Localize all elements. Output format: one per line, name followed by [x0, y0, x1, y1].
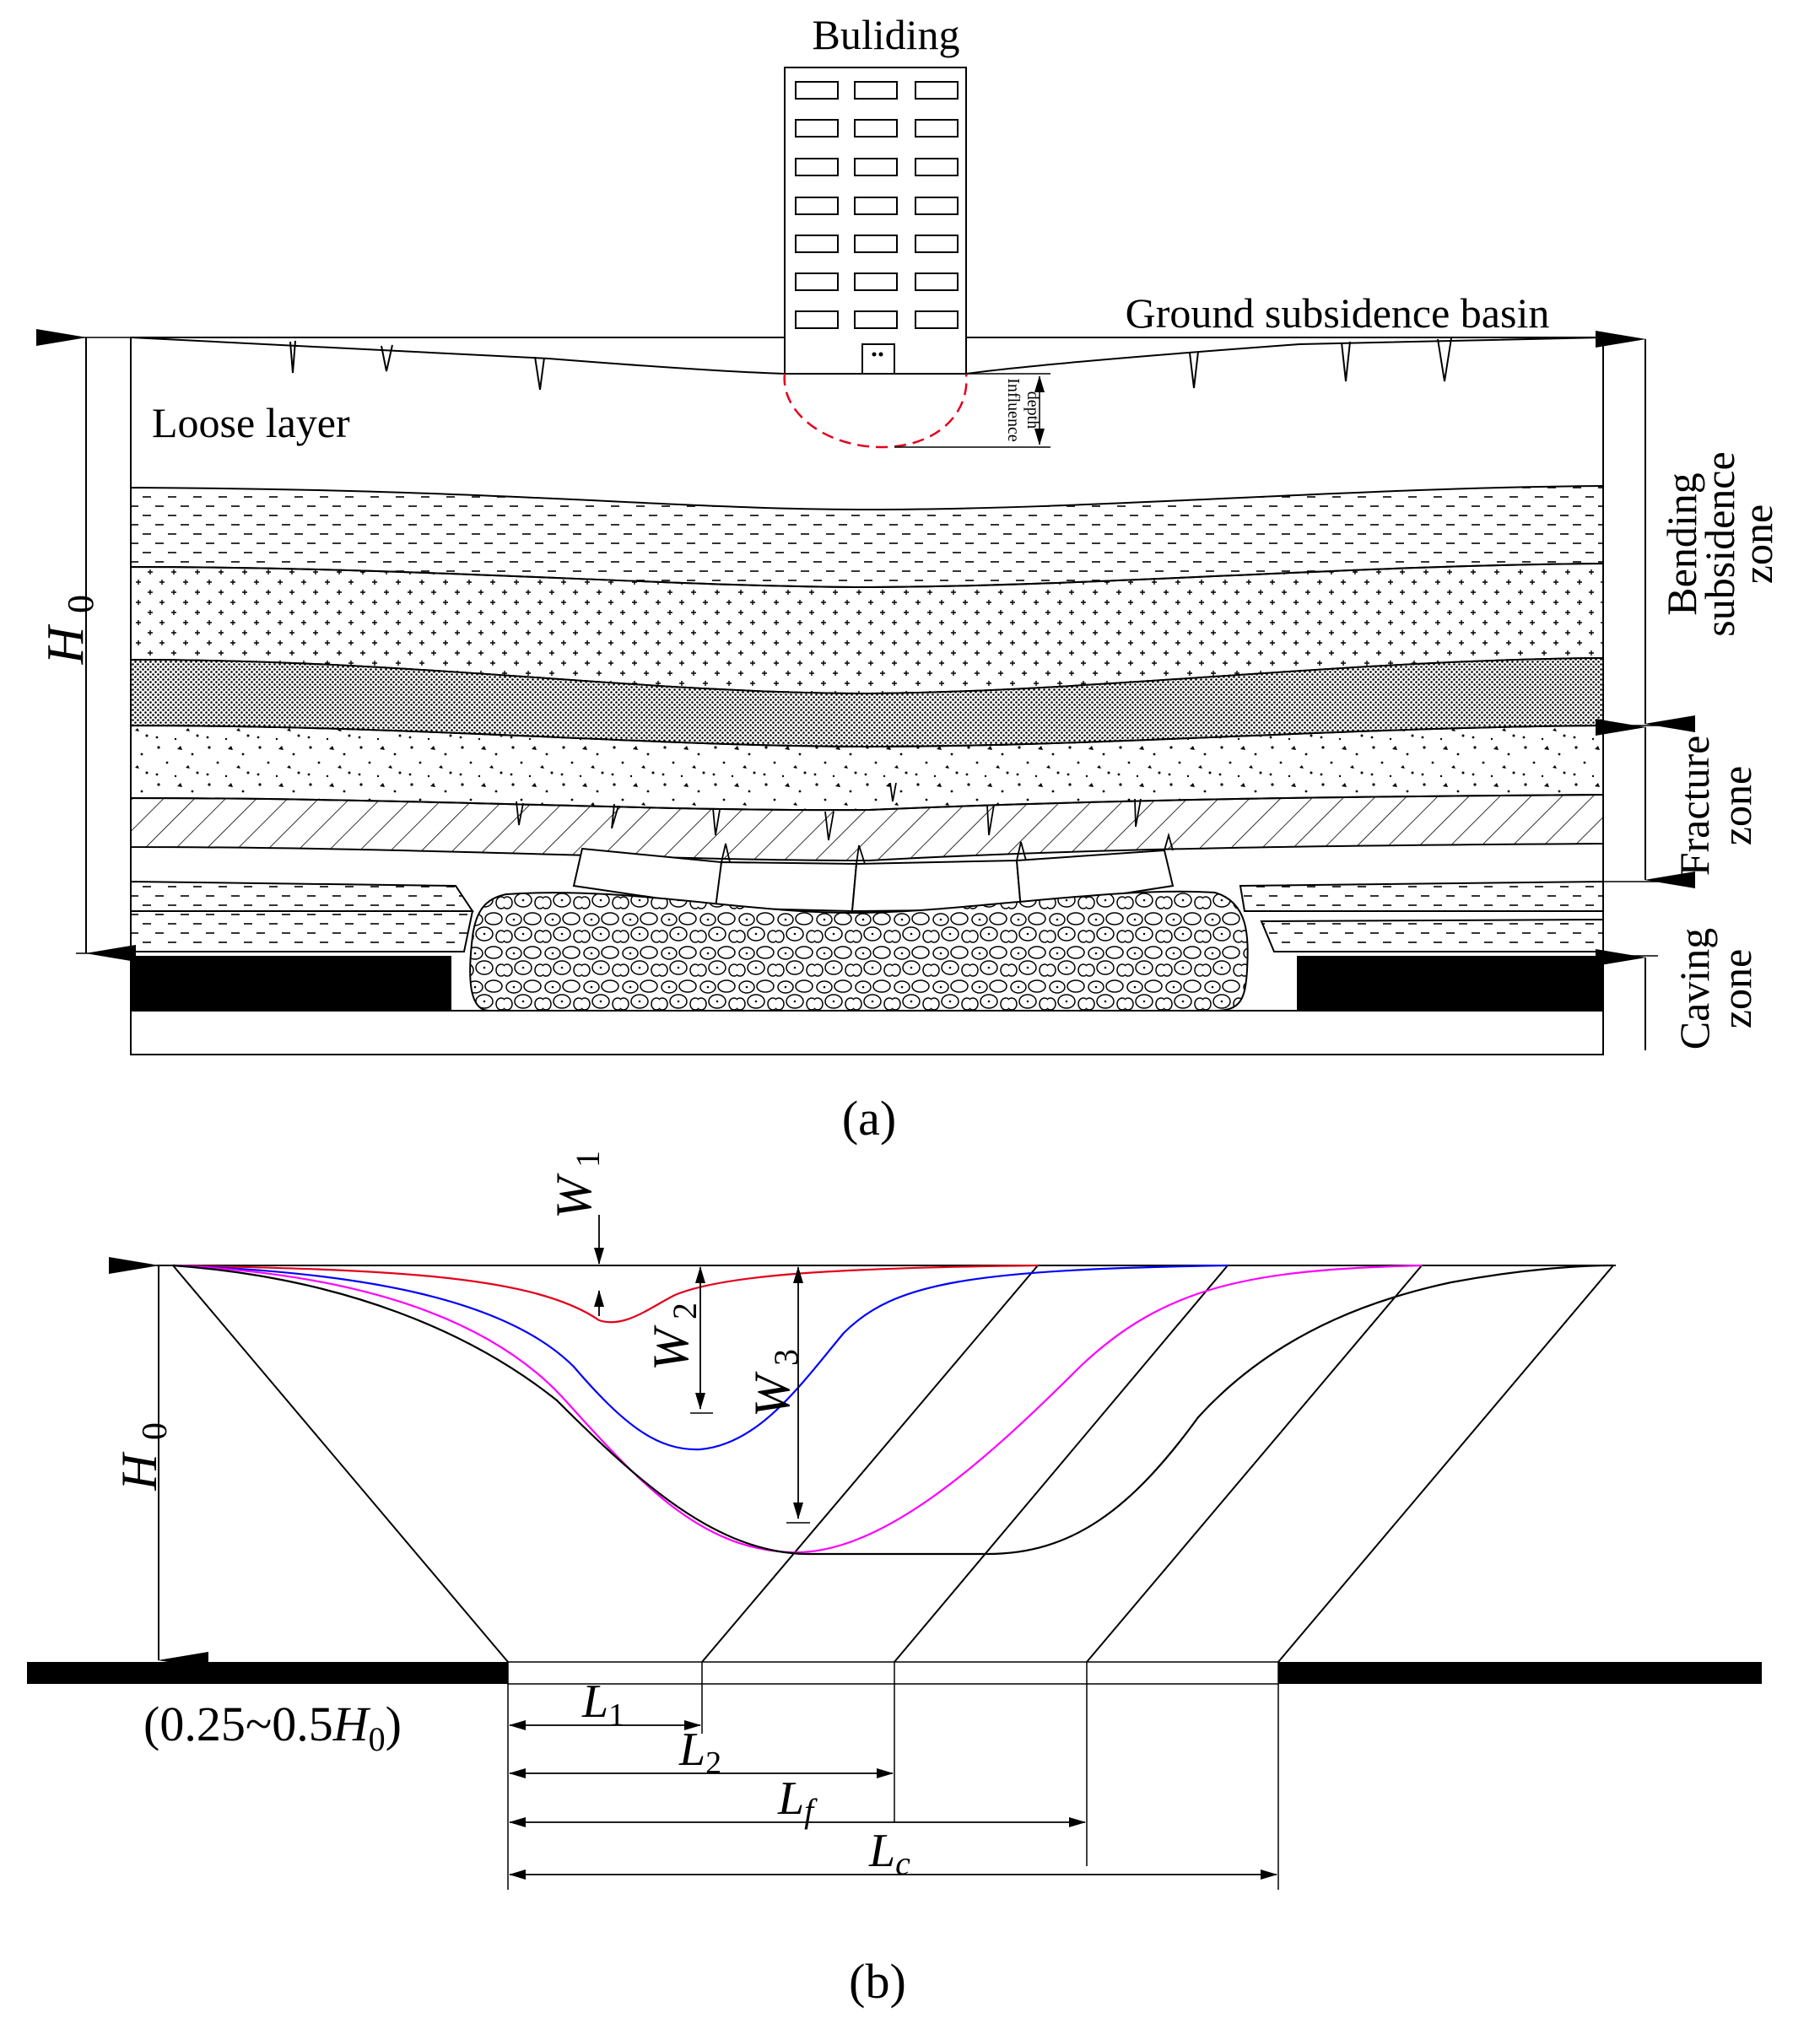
building-windows: [795, 81, 959, 329]
panel-b: W 1 W 2 W 3 H 0 (0.25~0.5H0): [27, 1151, 1762, 2009]
loose-layer-label: Loose layer: [152, 399, 350, 446]
influence-zone: [783, 373, 968, 449]
caption-b: (b): [849, 1954, 906, 2009]
w1-label: W 1: [546, 1151, 607, 1219]
h0-label-a: H 0: [37, 595, 101, 665]
building: [784, 67, 967, 375]
draw-lines: [172, 1265, 1614, 1663]
svg-text:0: 0: [60, 595, 101, 613]
svg-text:W: W: [546, 1173, 602, 1219]
offset-label: (0.25~0.5H0): [143, 1697, 402, 1758]
seam-right: [1278, 1662, 1762, 1684]
influence-label-1: Influence: [1004, 378, 1023, 442]
l2-label: L2: [678, 1724, 721, 1781]
coal-seam-right: [1297, 956, 1603, 1011]
block-cracks: [721, 832, 1174, 865]
goaf-outline: [507, 1661, 1279, 1685]
svg-text:H: H: [37, 623, 95, 665]
bending-zone-label-3: zone: [1734, 504, 1781, 584]
building-door: [861, 343, 895, 375]
l-extension-lines: [507, 1684, 1279, 1890]
svg-text:3: 3: [767, 1349, 805, 1366]
subsidence-curve-w2: [172, 1264, 1229, 1451]
fracture-zone-label-2: zone: [1713, 766, 1760, 845]
svg-text:1: 1: [569, 1151, 607, 1168]
caving-zone-label-1: Caving: [1671, 928, 1718, 1049]
w2-label: W 2: [643, 1303, 704, 1371]
stratum-fractures: [516, 782, 1142, 841]
caving-zone-label-2: zone: [1713, 949, 1760, 1028]
lc-label: Lc: [868, 1825, 910, 1882]
svg-text:H: H: [111, 1451, 167, 1492]
basin-label: Ground subsidence basin: [1126, 289, 1550, 337]
lf-label: Lf: [777, 1772, 818, 1830]
svg-text:2: 2: [666, 1303, 704, 1319]
seam-left: [27, 1662, 508, 1684]
svg-text:W: W: [744, 1371, 800, 1417]
l1-label: L1: [581, 1675, 624, 1733]
bending-zone-label-1: Bending: [1658, 472, 1705, 615]
influence-label-2: depth: [1023, 391, 1042, 429]
h0-label-b: H 0: [111, 1422, 175, 1492]
subsidence-curve-outer: [172, 1264, 1614, 1556]
fractured-blocks: [572, 847, 1175, 913]
bending-zone-label-2: subsidence: [1696, 451, 1743, 636]
w3-label: W 3: [744, 1349, 805, 1417]
roof-strata-right: [1239, 880, 1604, 952]
coal-seam-left: [131, 956, 451, 1011]
svg-text:W: W: [643, 1325, 699, 1371]
caving-rubble: [469, 890, 1249, 1012]
roof-strata-left: [130, 880, 474, 952]
building-label: Buliding: [812, 11, 959, 58]
fracture-zone-label-1: Fracture: [1671, 736, 1718, 877]
subsidence-curve-w1: [172, 1264, 1039, 1324]
svg-text:0: 0: [136, 1422, 175, 1440]
panel-a: Buliding Influence depth Ground subsiden…: [35, 11, 1781, 1146]
surface-cracks: [289, 337, 1452, 391]
caption-a: (a): [842, 1091, 896, 1146]
